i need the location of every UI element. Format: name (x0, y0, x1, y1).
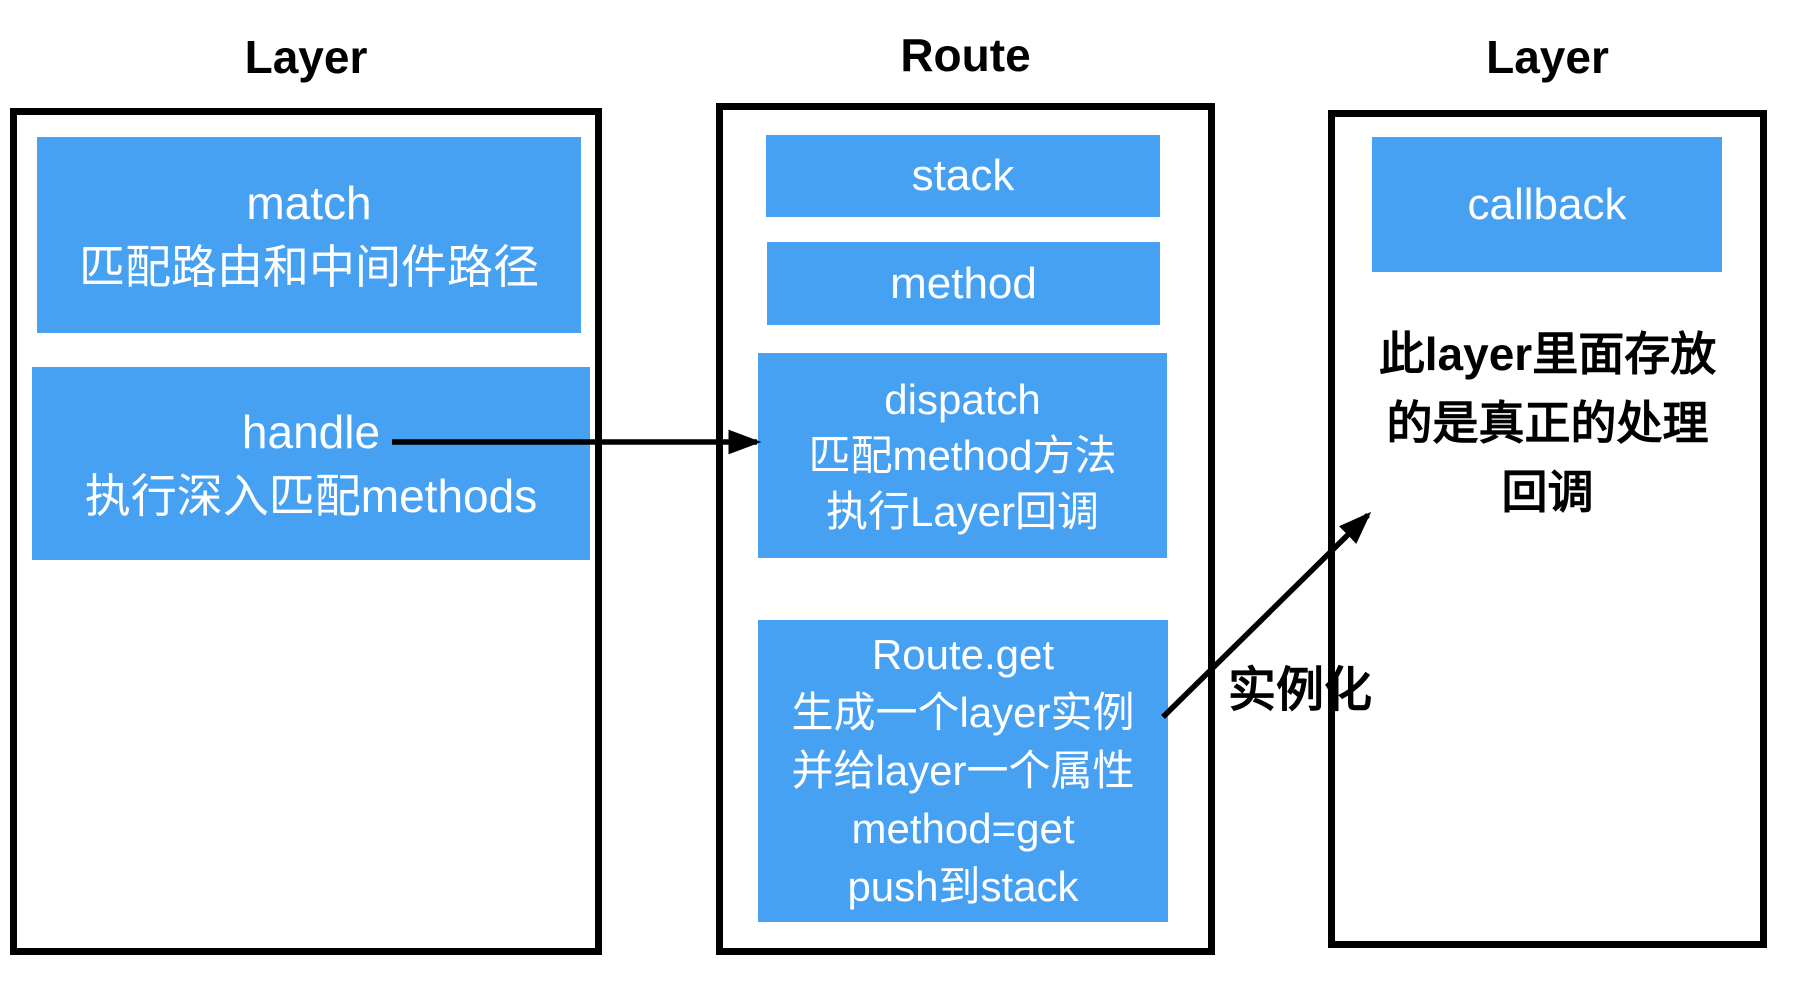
dispatch-box: dispatch 匹配method方法 执行Layer回调 (758, 353, 1167, 558)
method-box-line: method (890, 258, 1037, 308)
callback-box: callback (1372, 137, 1722, 272)
handle-box-line: handle (241, 405, 381, 458)
handle-box-line: 执行深入匹配methods (84, 469, 538, 522)
instantiate-arrow-label: 实例化 (1228, 664, 1373, 717)
match-box-line: 匹配路由和中间件路径 (79, 241, 539, 293)
route-get-box-line: method=get (851, 805, 1075, 852)
match-box: match 匹配路由和中间件路径 (37, 137, 581, 333)
method-box: method (767, 242, 1160, 325)
stack-box: stack (766, 135, 1160, 217)
route-get-box-line: 生成一个layer实例 (791, 689, 1135, 736)
dispatch-box-line: 匹配method方法 (808, 431, 1117, 479)
stack-box-line: stack (911, 151, 1015, 200)
layer-note-line: 的是真正的处理 (1386, 397, 1709, 449)
match-box-line: match (246, 177, 372, 229)
handle-box: handle 执行深入匹配methods (32, 367, 590, 560)
layer-note-line: 回调 (1501, 466, 1594, 518)
route-get-box-line: push到stack (847, 863, 1079, 910)
dispatch-box-line: dispatch (884, 375, 1041, 423)
route-get-box: Route.get 生成一个layer实例 并给layer一个属性 method… (758, 620, 1168, 922)
route-get-box-line: 并给layer一个属性 (791, 747, 1135, 794)
layer-note-line: 此layer里面存放 (1378, 328, 1717, 380)
left-column-title: Layer (244, 31, 368, 83)
dispatch-box-line: 执行Layer回调 (825, 487, 1100, 535)
right-column-title: Layer (1486, 31, 1609, 83)
layer-note-text: 此layer里面存放 的是真正的处理 回调 (1340, 320, 1755, 527)
callback-box-line: callback (1467, 179, 1627, 229)
middle-column-title: Route (900, 29, 1031, 81)
route-get-box-line: Route.get (871, 631, 1055, 678)
